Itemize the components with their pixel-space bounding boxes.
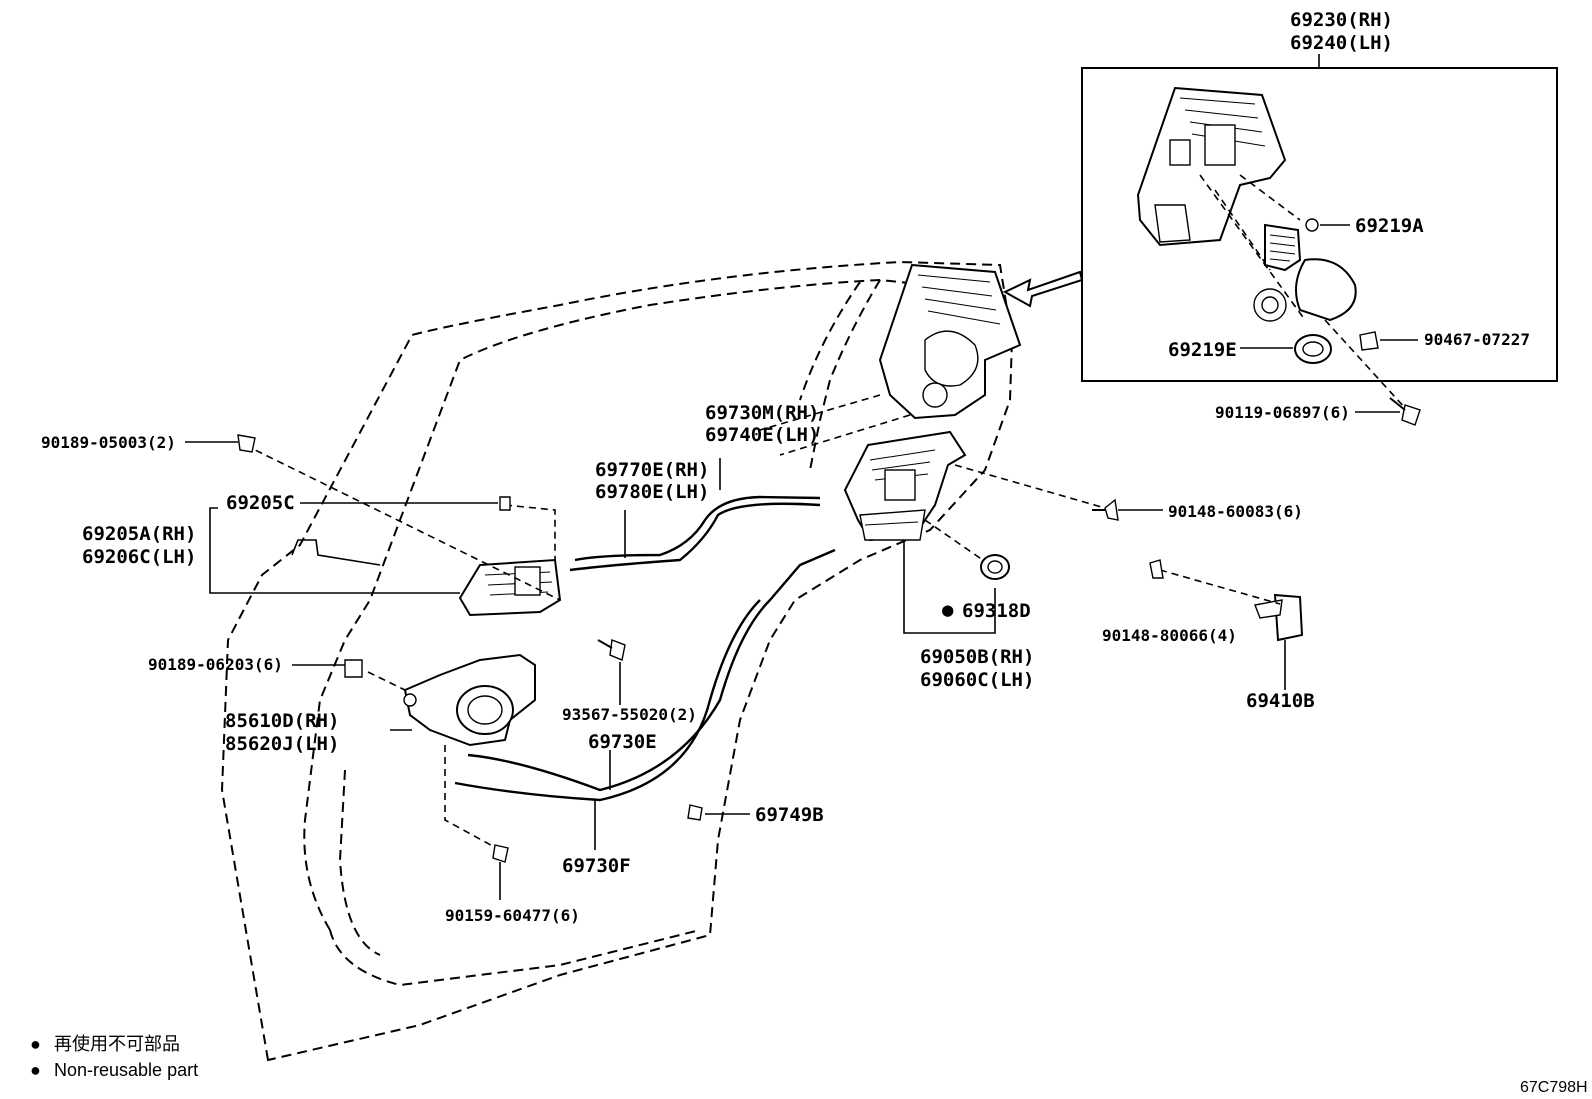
label-90467-07227: 90467-07227	[1424, 330, 1530, 349]
label-69205A-rh: 69205A(RH)	[82, 523, 196, 545]
label-93567-55020: 93567-55020(2)	[562, 705, 697, 724]
drawing-code: 67C798H	[1520, 1079, 1588, 1096]
clip-69749B	[687, 804, 750, 821]
label-90189-06203: 90189-06203(6)	[148, 655, 283, 674]
label-85620J-lh: 85620J(LH)	[225, 733, 339, 755]
screw-93567	[597, 639, 626, 705]
handle-frame-85610D	[390, 653, 536, 747]
label-69730F: 69730F	[562, 855, 631, 877]
leader-lock-screw	[954, 464, 1106, 509]
label-69740E-lh: 69740E(LH)	[705, 424, 819, 446]
leader-latch	[759, 394, 881, 431]
label-69219A: 69219A	[1355, 215, 1424, 237]
screw-90159	[492, 844, 509, 863]
screw-90119	[1355, 397, 1421, 426]
inset-panel	[1081, 54, 1558, 409]
leader-lock-ring	[924, 519, 991, 566]
leader-frame-screw	[444, 745, 501, 851]
seal-69318D	[980, 554, 1010, 580]
label-69410B: 69410B	[1246, 690, 1315, 712]
cables	[454, 458, 836, 850]
clip-90189-06203	[344, 659, 363, 678]
legend-text-en: Non-reusable part	[54, 1060, 198, 1080]
label-90159-60477: 90159-60477(6)	[445, 906, 580, 925]
leader-handle-screw	[504, 504, 556, 560]
latch-bracket	[878, 263, 1022, 420]
legend-bullet-icon: ●	[30, 1060, 41, 1080]
label-69206C-lh: 69206C(LH)	[82, 546, 196, 568]
legend-bullet-icon: ●	[30, 1034, 41, 1054]
legend-text-jp: 再使用不可部品	[54, 1034, 180, 1054]
non-reusable-mark-icon: ●	[942, 599, 954, 621]
bracket-69205	[209, 507, 460, 594]
label-69230-rh: 69230(RH)	[1290, 9, 1393, 31]
leader-frame-clip	[367, 671, 406, 691]
screw-90148-60083	[1092, 498, 1163, 521]
legend: ● 再使用不可部品 ● Non-reusable part	[30, 1034, 198, 1080]
label-90189-05003: 90189-05003(2)	[41, 433, 176, 452]
label-90148-80066: 90148-80066(4)	[1102, 626, 1237, 645]
label-85610D-rh: 85610D(RH)	[225, 710, 339, 732]
striker-69410B	[1149, 559, 1304, 690]
label-69219E: 69219E	[1168, 339, 1237, 361]
label-69730M-rh: 69730M(RH)	[705, 402, 819, 424]
label-69240-lh: 69240(LH)	[1290, 32, 1393, 54]
label-69730E: 69730E	[588, 731, 657, 753]
label-69770E-rh: 69770E(RH)	[595, 459, 709, 481]
clip-90189-05003	[185, 434, 256, 453]
inside-handle	[458, 558, 562, 617]
leader-latch-2	[779, 414, 911, 456]
label-69749B: 69749B	[755, 804, 824, 826]
door-outline	[220, 260, 1014, 1062]
label-90148-60083: 90148-60083(6)	[1168, 502, 1303, 521]
label-69050B-rh: 69050B(RH)	[920, 646, 1034, 668]
label-69205C: 69205C	[226, 492, 295, 514]
label-69060C-lh: 69060C(LH)	[920, 669, 1034, 691]
leader-handle-clip	[244, 444, 561, 601]
bracket-69050B	[903, 540, 996, 634]
arrow-icon	[1002, 270, 1084, 308]
label-69318D: 69318D	[962, 600, 1031, 622]
label-90119-06897: 90119-06897(6)	[1215, 403, 1350, 422]
label-69780E-lh: 69780E(LH)	[595, 481, 709, 503]
door-lock-assembly	[843, 430, 967, 542]
screw-69205C	[499, 496, 511, 511]
